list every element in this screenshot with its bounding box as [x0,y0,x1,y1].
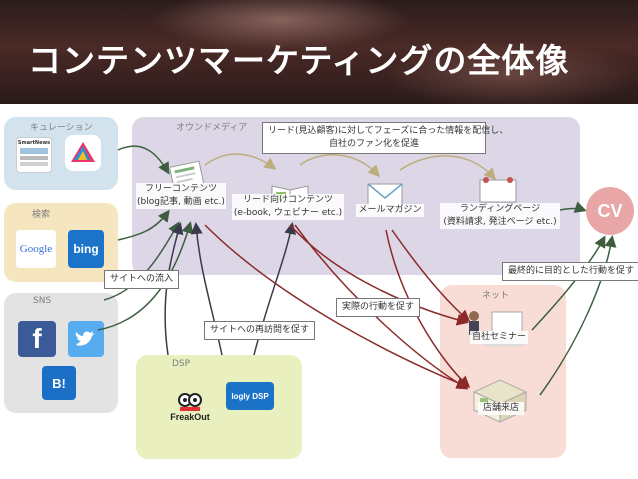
sns-panel-label: SNS [33,296,52,306]
hatena-bookmark-logo: B! [42,366,76,400]
action-callout: 実際の行動を促す [336,298,421,317]
seminar-label: 自社セミナー [470,331,528,344]
owned-media-panel-label: オウンドメディア [176,123,248,133]
landing-page-label: ランディングページ (資料請求, 発注ページ etc.) [440,203,560,229]
bing-logo: bing [68,230,104,268]
arrow-curation-to-free [117,145,170,175]
arrow-free-to-lead [204,153,277,170]
landing-page-icon [476,176,520,210]
arrow-dsp-to-free-2 [164,222,184,356]
arrow-seminar-to-cv [531,235,606,331]
owned-media-note: リード(見込顧客)に対してフェーズに合った情報を配信し、 自社のファン化を促進 [262,122,508,154]
freakout-logo: FreakOut [162,384,218,428]
store-label: 店舗来店 [478,402,524,415]
twitter-bird-icon [75,331,95,346]
net-panel-label: ネット [482,291,510,301]
title-banner: コンテンツマーケティングの全体像 [0,0,638,104]
facebook-logo: f [18,321,56,357]
arrow-search-to-free [117,209,170,241]
smartnews-logo: SmartNews [16,137,52,173]
cv-node: CV [586,187,634,235]
logly-dsp-logo: logly DSP [226,382,274,410]
inflow-callout: サイトへの流入 [104,270,180,289]
mail-magazine-label: メールマガジン [356,204,424,217]
gunosy-logo [65,135,101,171]
free-content-label: フリーコンテンツ (blog記事, 動画 etc.) [136,183,226,209]
search-panel-label: 検索 [32,210,51,220]
google-logo: Google [16,230,56,268]
arrow-sns-to-free-2 [97,221,194,331]
arrow-lead-to-mail [299,154,381,178]
arrow-landing-to-cv [559,201,587,213]
final-action-callout: 最終的に目的とした行動を促す [502,262,638,281]
arrow-store-to-cv [539,235,617,396]
gunosy-icon [71,142,95,162]
freakout-mascot-icon [178,393,202,411]
banner-light-streak [150,0,410,50]
page-title: コンテンツマーケティングの全体像 [28,41,570,80]
revisit-callout: サイトへの再訪問を促す [204,321,316,340]
seminar-icon [464,306,528,354]
curation-panel-label: キュレーション [30,123,93,133]
twitter-logo [68,321,104,357]
arrow-mail-to-seminar [391,229,471,322]
arrow-free-to-store [204,224,469,389]
cv-label: CV [597,200,623,221]
dsp-panel-label: DSP [172,359,191,369]
arrow-lead-to-store [294,224,469,390]
lead-content-label: リード向けコンテンツ (e-book, ウェビナー etc.) [232,194,344,220]
dsp-panel [136,355,302,459]
banner-light-streak [380,40,638,104]
arrow-mail-to-landing [399,155,496,181]
arrow-mail-to-store [385,229,471,389]
